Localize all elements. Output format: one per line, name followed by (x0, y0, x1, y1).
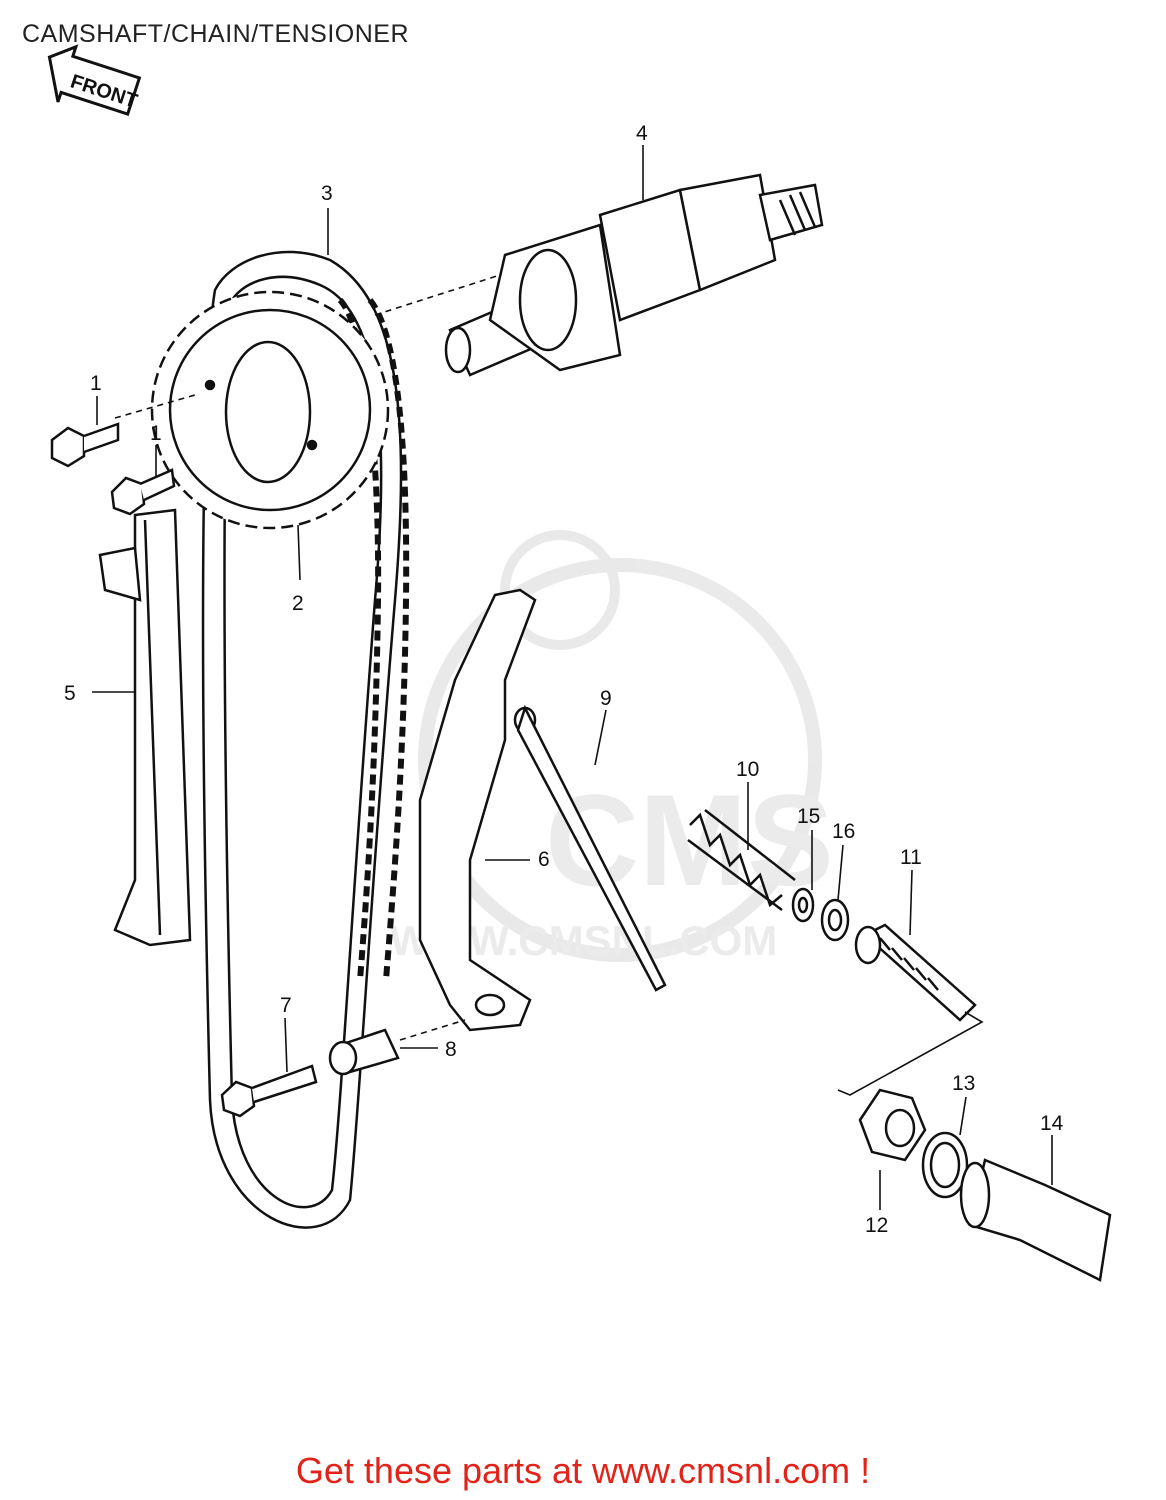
part-label-1b: 1 (150, 422, 162, 445)
part-label-1a: 1 (90, 372, 102, 395)
part-label-4: 4 (636, 122, 648, 145)
part-label-14: 14 (1040, 1112, 1064, 1135)
part-label-13: 13 (952, 1072, 975, 1095)
tensioner-adjuster (854, 923, 977, 1022)
washer-15 (791, 887, 815, 923)
leader-lines (92, 145, 1053, 1210)
part-label-3: 3 (321, 182, 333, 205)
tensioner-cap (959, 1158, 1112, 1282)
part-label-9: 9 (600, 687, 612, 710)
bolt-upper (50, 422, 120, 468)
pivot-bolt (220, 1064, 318, 1118)
part-label-10: 10 (736, 758, 759, 781)
part-label-5: 5 (64, 682, 76, 705)
diagram-title: CAMSHAFT/CHAIN/TENSIONER (22, 20, 410, 48)
footer-link[interactable]: Get these parts at www.cmsnl.com ! (295, 1450, 871, 1491)
parts-diagram: CMS WWW.CMSNL.COM FRONT (47, 44, 1112, 1282)
part-label-8: 8 (445, 1038, 457, 1061)
part-label-16: 16 (832, 820, 855, 843)
part-label-2: 2 (292, 592, 304, 615)
cam-sprocket (150, 290, 390, 530)
pivot-collar (328, 1028, 400, 1076)
lock-nut (858, 1088, 927, 1162)
camshaft (444, 173, 824, 377)
part-label-7: 7 (280, 994, 292, 1017)
part-label-6: 6 (538, 848, 550, 871)
washer-16 (820, 898, 850, 942)
part-label-11: 11 (900, 846, 922, 869)
front-direction-arrow: FRONT (47, 44, 142, 116)
part-label-12: 12 (865, 1214, 888, 1237)
bolt-guide (110, 468, 176, 516)
washer-13 (921, 1131, 969, 1199)
tensioner-pin (513, 704, 667, 992)
tensioner-arm (418, 588, 537, 1032)
chain-guide (98, 508, 192, 947)
watermark: CMS WWW.CMSNL.COM (390, 530, 834, 964)
part-label-15: 15 (797, 805, 820, 828)
tensioner-spring (687, 809, 796, 912)
